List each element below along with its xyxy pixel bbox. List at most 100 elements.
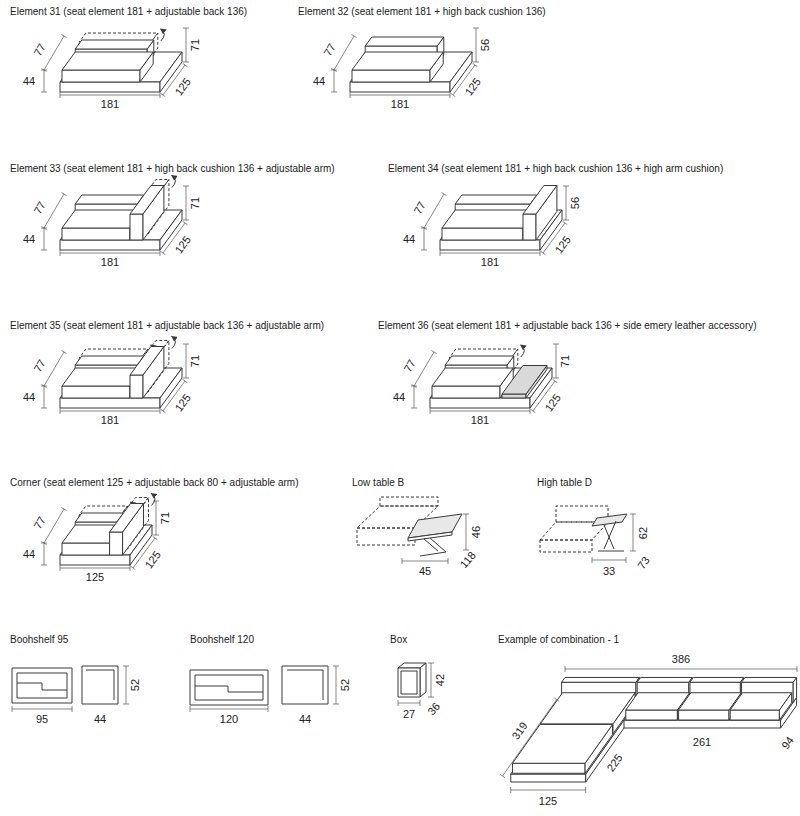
dimension-line — [565, 669, 797, 670]
back-height-dimension: 56 — [570, 197, 581, 209]
dimension-line — [511, 790, 586, 791]
item-title: Boohshelf 120 — [190, 635, 254, 645]
dimension-line — [44, 386, 45, 408]
element-title: Element 32 (seat element 181 + high back… — [298, 7, 546, 17]
dimension-tick — [61, 192, 66, 195]
back-height-dimension: 71 — [160, 512, 171, 524]
dimension-tick — [510, 787, 511, 793]
dimension-label: 261 — [693, 737, 711, 748]
table-top — [408, 532, 452, 541]
item-title: Boohshelf 95 — [10, 635, 68, 645]
dimension-line — [44, 228, 45, 250]
dimension-tick — [563, 220, 569, 221]
dimension-label: 52 — [340, 679, 351, 691]
dimension-tick — [630, 514, 636, 515]
dimension-tick — [60, 408, 61, 414]
dimension-tick — [183, 344, 189, 345]
dimension-tick — [61, 34, 66, 37]
dimension-tick — [398, 700, 399, 706]
arm-cushion — [130, 214, 143, 240]
table-leg — [604, 521, 616, 549]
dimension-line — [44, 352, 64, 386]
dimension-tick — [441, 192, 446, 195]
back-cushion — [75, 40, 154, 49]
dimension-line — [414, 386, 415, 408]
dimension-line — [60, 253, 160, 254]
dimension-tick — [41, 565, 47, 566]
element-title: Element 33 (seat element 181 + high back… — [10, 164, 335, 174]
dimension-line — [566, 186, 567, 220]
dimension-tick — [331, 92, 337, 93]
dimension-tick — [428, 663, 434, 664]
dimension-tick — [450, 92, 451, 98]
arm-cushion — [130, 347, 164, 376]
dimension-tick — [350, 92, 351, 98]
dimension-line — [511, 787, 586, 793]
dimension-line — [44, 194, 64, 228]
dimension-line — [186, 344, 187, 378]
dimension-label: 94 — [780, 735, 796, 751]
back-cushion — [75, 195, 144, 204]
dimension-line — [190, 706, 268, 712]
dimension-line — [500, 698, 559, 778]
dimension-line — [60, 250, 160, 256]
dimension-line — [126, 666, 127, 704]
dimension-line — [421, 228, 427, 250]
seat-cushion — [432, 368, 513, 386]
shelf-divider — [195, 686, 263, 692]
dimension-line — [553, 344, 559, 378]
bookshelf-side — [287, 670, 323, 700]
dimension-label: 319 — [510, 720, 530, 741]
dimension-tick — [41, 226, 46, 229]
dimension-tick — [41, 68, 46, 71]
dimension-tick — [160, 92, 161, 98]
back-cushion — [690, 677, 744, 682]
dimension-tick — [553, 378, 559, 379]
dimension-tick — [585, 787, 586, 793]
dimension-line — [402, 558, 448, 564]
height-dimension: 77 — [412, 200, 428, 216]
dimension-tick — [553, 379, 558, 383]
depth-dimension: 125 — [463, 76, 483, 97]
sofa-base — [511, 774, 586, 782]
dimension-line — [411, 386, 417, 408]
box-side — [420, 663, 426, 697]
back-cushion — [365, 37, 444, 46]
sofa-base — [624, 720, 781, 728]
dimension-tick — [153, 536, 158, 540]
dimension-label: 73 — [636, 555, 652, 571]
element-title: Corner (seat element 125 + adjustable ba… — [10, 478, 299, 488]
dimension-tick — [331, 68, 336, 71]
dimension-tick — [448, 558, 449, 564]
dimension-tick — [563, 186, 569, 187]
dimension-tick — [626, 557, 627, 563]
width-dimension: 181 — [471, 415, 489, 426]
seat-cushion — [62, 52, 153, 70]
depth-dimension: 125 — [143, 549, 163, 570]
dimension-line — [123, 666, 129, 704]
dimension-tick — [123, 704, 129, 705]
dimension-tick — [61, 350, 66, 353]
dimension-label: 118 — [458, 550, 478, 571]
seat-cushion — [352, 70, 430, 82]
element-title: Element 36 (seat element 181 + adjustabl… — [378, 321, 757, 331]
dimension-line — [186, 28, 187, 62]
dimension-label: 33 — [603, 566, 615, 577]
dimension-line — [398, 700, 420, 706]
height-dimension: 77 — [32, 200, 48, 216]
dimension-tick — [530, 408, 531, 414]
seat-platform — [60, 240, 160, 250]
adjust-arrow — [172, 176, 176, 188]
seat-height-dimension: 44 — [23, 234, 35, 245]
depth-dimension: 125 — [553, 234, 573, 255]
dimension-tick — [41, 250, 47, 251]
bookshelf-front — [190, 670, 268, 705]
element-title: Element 34 (seat element 181 + high back… — [388, 164, 723, 174]
dimension-tick — [333, 666, 339, 667]
dimension-line — [466, 514, 467, 550]
seat-cushion — [62, 386, 130, 398]
bookshelf-front — [195, 675, 263, 700]
dimension-line — [402, 561, 448, 562]
